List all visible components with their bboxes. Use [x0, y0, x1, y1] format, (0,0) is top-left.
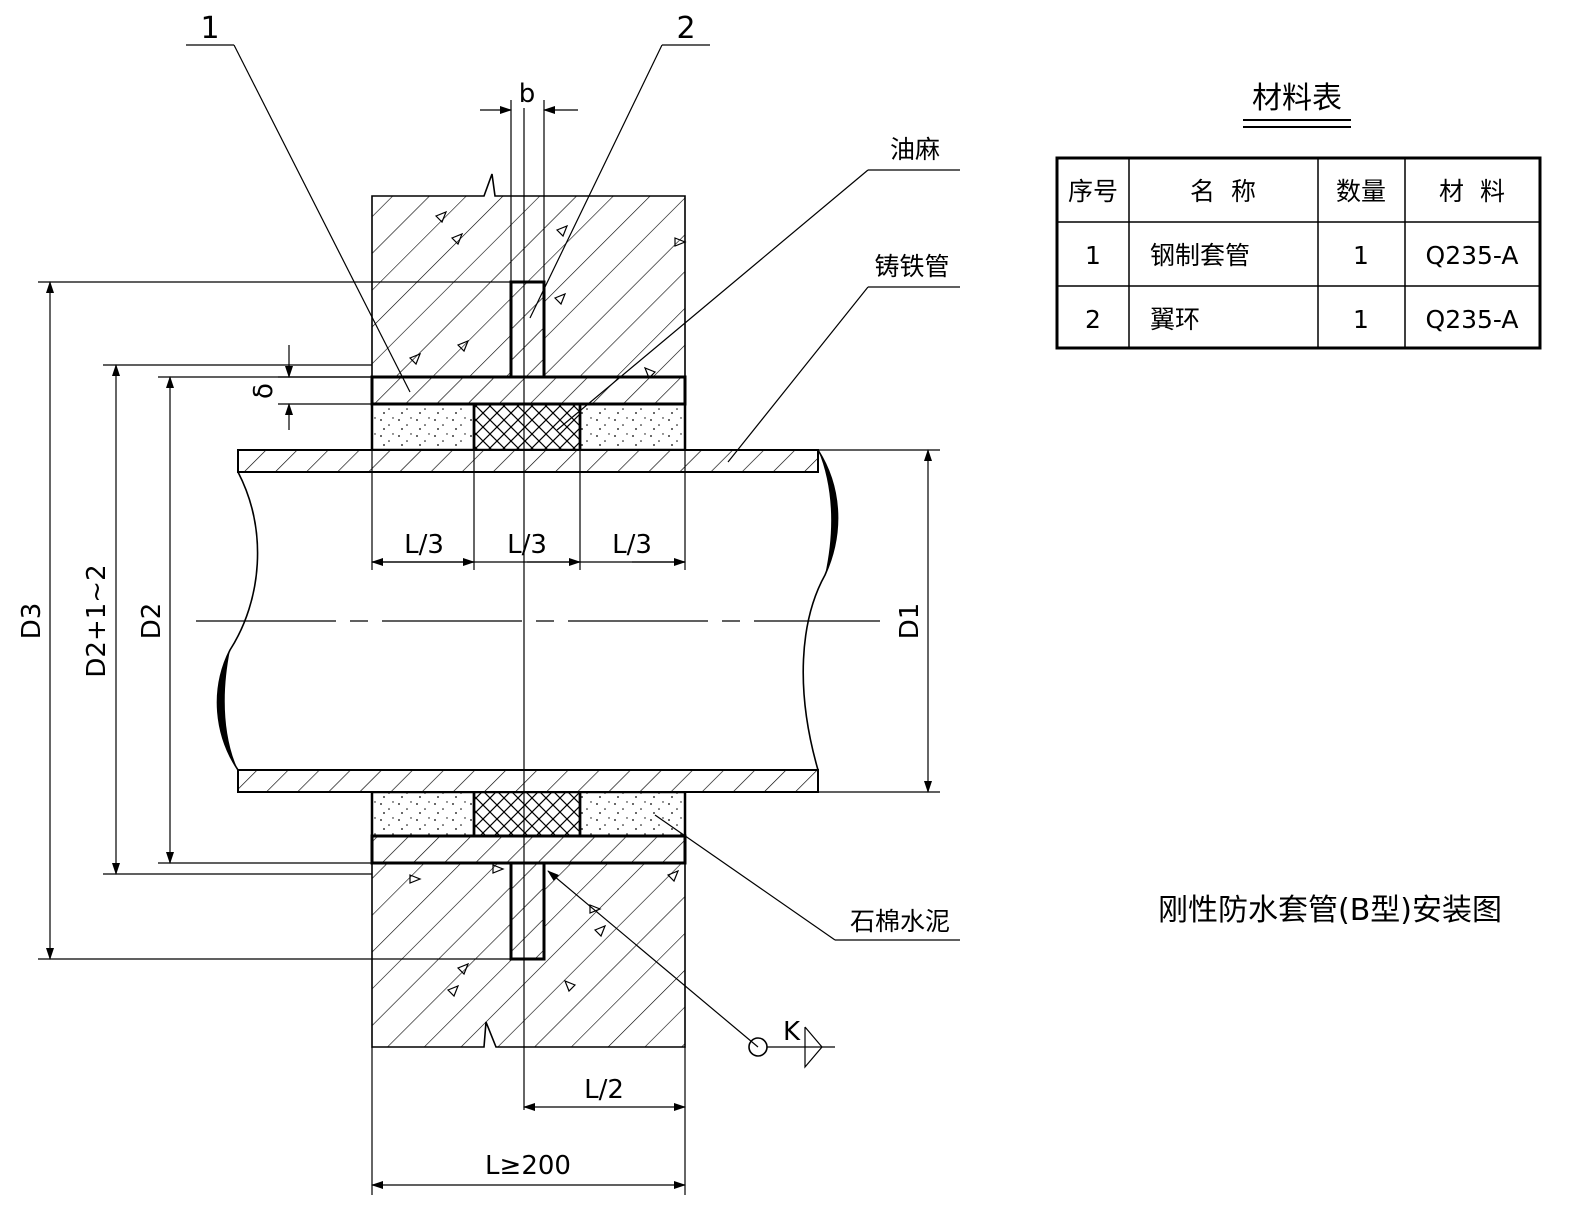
- asbestos-cement-packing: [370, 402, 687, 838]
- oakum-packing: [472, 402, 582, 838]
- label-oakum: 油麻: [890, 135, 940, 164]
- dim-half: L/2: [584, 1075, 624, 1105]
- drawing-title: 刚性防水套管(B型)安装图: [1158, 893, 1502, 928]
- table-cell: 1: [1353, 241, 1369, 270]
- part-number-2: 2: [676, 11, 695, 46]
- label-cast-iron-pipe: 铸铁管: [874, 252, 949, 281]
- table-cell: 2: [1085, 305, 1101, 334]
- material-table: 材料表 序号 名 称 数量 材 料 1 钢制套管 1 Q235-A 2 翼环 1…: [1055, 81, 1542, 350]
- label-weld-k: K: [783, 1017, 801, 1047]
- dim-d3: D3: [17, 603, 47, 640]
- table-cell: 1: [1353, 305, 1369, 334]
- dim-d2-plus: D2+1~2: [82, 564, 112, 677]
- dim-total-length: L≥200: [485, 1151, 571, 1181]
- table-header-material: 材 料: [1439, 177, 1505, 206]
- table-cell: 1: [1085, 241, 1101, 270]
- table-cell: Q235-A: [1426, 305, 1519, 334]
- drawing-labels: 1 2 油麻 铸铁管 石棉水泥 K b δ L/3 L/3 L/3 L/2 L≥…: [17, 11, 950, 1181]
- dim-third-left: L/3: [404, 530, 444, 560]
- table-header-no: 序号: [1068, 177, 1118, 206]
- dim-third-right: L/3: [612, 530, 652, 560]
- dim-b: b: [519, 79, 536, 109]
- part-number-1: 1: [200, 11, 219, 46]
- table-cell: 翼环: [1150, 305, 1200, 334]
- steel-sleeve: [370, 375, 687, 865]
- center-lines: [196, 108, 880, 1110]
- table-cell: Q235-A: [1426, 241, 1519, 270]
- table-cell: 钢制套管: [1150, 241, 1250, 270]
- label-asbestos-cement: 石棉水泥: [850, 907, 950, 936]
- dim-d1: D1: [895, 603, 925, 640]
- dimension-lines: [38, 100, 940, 1195]
- flange-ring: [509, 280, 546, 961]
- cast-iron-pipe: [216, 449, 839, 793]
- dim-d2: D2: [137, 603, 167, 640]
- table-header-qty: 数量: [1336, 177, 1386, 206]
- dim-delta: δ: [249, 383, 279, 399]
- table-header-name: 名 称: [1190, 177, 1256, 206]
- dim-third-mid: L/3: [507, 530, 547, 560]
- leader-lines: [186, 44, 960, 1069]
- material-table-title: 材料表: [1252, 81, 1342, 116]
- concrete-aggregate: [408, 210, 687, 998]
